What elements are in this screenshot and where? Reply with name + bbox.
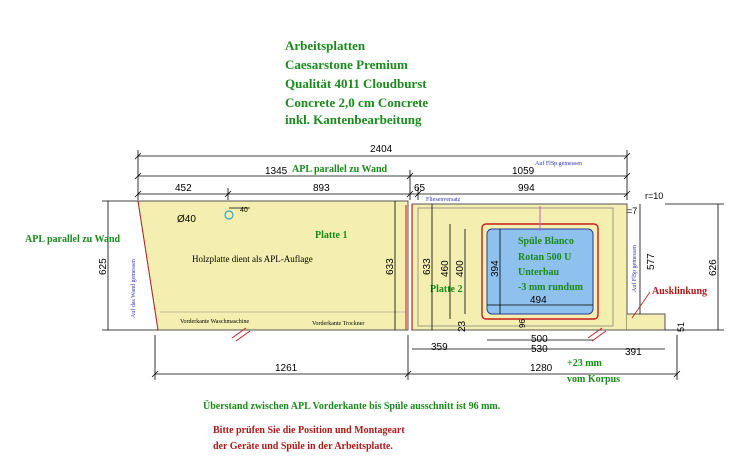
dim-label-452: 452 [175, 183, 192, 194]
label-vk-trockner: Vorderkante Trockner [312, 321, 364, 327]
dim-label-460: 460 [440, 260, 451, 277]
dim-label-994: 994 [518, 183, 535, 194]
dim-label-625: 625 [98, 258, 109, 275]
dim-label-65: 65 [414, 183, 426, 194]
label-apl-parallel-left: APL parallel zu Wand [25, 234, 121, 245]
label-auf-flsp-right: Auf FlSp gemessen [631, 245, 638, 292]
dim-label-2404: 2404 [370, 144, 393, 155]
label-r10: r=10 [645, 191, 663, 201]
note-check-1: Bitte prüfen Sie die Position und Montag… [213, 425, 405, 436]
label-platte-2: Platte 2 [430, 284, 463, 295]
material-header: Arbeitsplatten Caesarstone Premium Quali… [285, 38, 428, 127]
dim-label-400: 400 [455, 260, 466, 277]
label-r7: r=7 [624, 206, 637, 216]
dim-label-394: 394 [490, 260, 501, 277]
sink-line-2: Rotan 500 U [518, 252, 571, 263]
label-hole-diameter: Ø40 [177, 214, 196, 225]
label-vk-waschmaschine: Vorderkante Waschmaschine [180, 319, 249, 325]
dim-label-1059: 1059 [512, 166, 535, 177]
dim-label-51: 51 [676, 322, 686, 332]
label-auf-wand: Auf das Wand gemessen [130, 259, 137, 318]
dim-2404: 2404 [134, 144, 631, 200]
header-line-4: Concrete 2,0 cm Concrete [285, 95, 428, 110]
dim-bottom-row-1: 359 500 530 391 [412, 334, 665, 358]
label-fliesenversatz: Fliesenversatz [426, 197, 461, 203]
dim-label-494: 494 [530, 295, 547, 306]
note-overhang: Überstand zwischen APL Vorderkante bis S… [203, 399, 501, 412]
dim-left-625: 625 Auf das Wand gemessen [98, 200, 158, 331]
header-line-5: inkl. Kantenbearbeitung [285, 112, 422, 127]
label-auf-flsp-top: Auf FlSp gemessen [535, 160, 582, 167]
sink-line-3: Unterbau [518, 267, 560, 278]
sink-line-1: Spüle Blanco [518, 236, 574, 247]
dim-label-1345: 1345 [265, 166, 288, 177]
dim-label-626: 626 [708, 259, 719, 276]
dim-label-577: 577 [646, 253, 657, 270]
note-check-2: der Geräte und Spüle in der Arbeitsplatt… [213, 441, 393, 452]
dim-label-96: 96 [518, 319, 527, 328]
plate-1: Platte 1 Holzplatte dient als APL-Auflag… [137, 200, 409, 331]
dim-label-893: 893 [313, 183, 330, 194]
label-plus23: +23 mm [567, 358, 603, 369]
dim-row-3: 452 893 65 994 [134, 183, 631, 200]
dim-label-633-b: 633 [422, 258, 433, 275]
label-vom-korpus: vom Korpus [567, 374, 620, 385]
header-line-3: Qualität 4011 Cloudburst [285, 76, 427, 91]
dim-row-2: 1345 1059 [134, 166, 631, 200]
dim-label-1261: 1261 [275, 363, 298, 374]
sink-line-4: -3 mm rundum [518, 282, 584, 293]
dim-label-1280: 1280 [530, 363, 553, 374]
label-ausklinkung: Ausklinkung [652, 286, 707, 297]
label-apl-parallel-top: APL parallel zu Wand [292, 164, 388, 175]
header-line-1: Arbeitsplatten [285, 38, 366, 53]
dim-label-391: 391 [625, 347, 642, 358]
sink-cutout: Spüle Blanco Rotan 500 U Unterbau -3 mm … [481, 206, 599, 320]
label-platte-1: Platte 1 [315, 230, 348, 241]
header-line-2: Caesarstone Premium [285, 57, 408, 72]
dim-bottom-row-2: 1261 1280 [151, 335, 681, 380]
hole-circle [224, 210, 234, 220]
dim-label-500: 500 [531, 334, 548, 345]
dim-label-530: 530 [531, 344, 548, 355]
dim-label-633-a: 633 [385, 258, 396, 275]
dim-label-23: 23 [457, 320, 468, 332]
label-holzplatte: Holzplatte dient als APL-Auflage [192, 254, 313, 264]
dim-label-359: 359 [431, 342, 448, 353]
dim-label-40: 40 [240, 207, 248, 214]
